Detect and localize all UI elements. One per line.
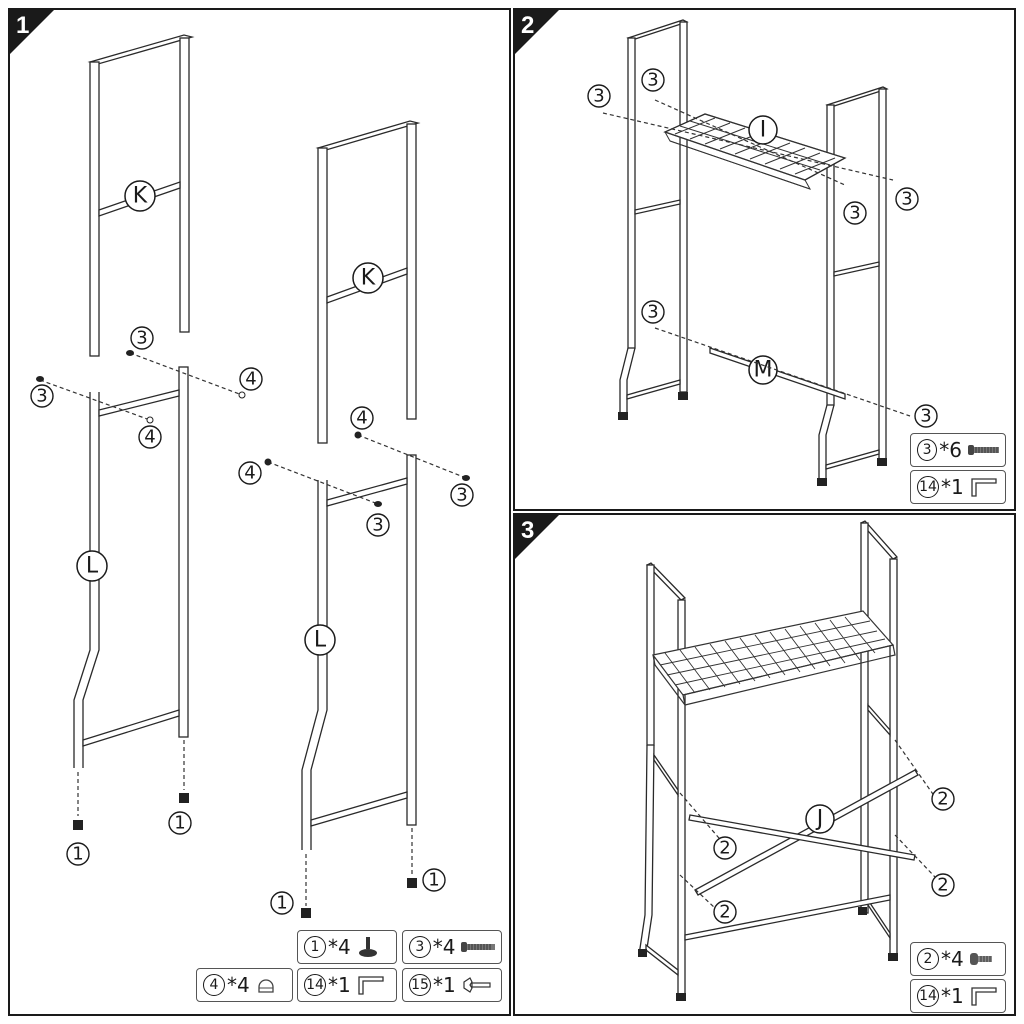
allen-key-icon xyxy=(358,976,384,995)
callout-1: 1 xyxy=(422,868,446,892)
svg-text:1: 1 xyxy=(174,813,185,834)
svg-text:3: 3 xyxy=(36,386,47,407)
svg-text:2: 2 xyxy=(719,902,730,923)
legend-item-long-screw: 3 *6 xyxy=(910,433,1006,467)
foot-pad-icon xyxy=(358,937,377,957)
part-label-l: L xyxy=(86,554,99,579)
svg-text:3: 3 xyxy=(647,302,658,323)
callout-2: 2 xyxy=(931,787,955,811)
step-1-number: 1 xyxy=(16,12,30,39)
upper-frame-k-right: K xyxy=(315,120,421,444)
callout-3: 3 xyxy=(450,483,474,507)
long-screw-icon xyxy=(461,942,495,952)
svg-text:4: 4 xyxy=(244,463,255,484)
svg-text:1: 1 xyxy=(428,870,439,891)
callout-3: 3 xyxy=(587,84,611,108)
step-3-badge: 3 xyxy=(515,515,561,561)
callout-3: 3 xyxy=(641,300,665,324)
short-screw-icon xyxy=(969,953,992,965)
step-3-panel: 3 J xyxy=(513,513,1016,1016)
callout-3: 3 xyxy=(30,384,54,408)
callout-4: 4 xyxy=(238,461,262,485)
allen-key-icon xyxy=(971,478,997,497)
wire-shelf-i: I xyxy=(663,113,847,190)
step-2-panel: 2 I M xyxy=(513,8,1016,511)
svg-text:3: 3 xyxy=(456,485,467,506)
part-label-i: I xyxy=(760,118,767,143)
svg-text:3: 3 xyxy=(136,328,147,349)
step-2-number: 2 xyxy=(521,12,535,39)
svg-text:4: 4 xyxy=(245,369,256,390)
svg-text:3: 3 xyxy=(647,70,658,91)
callout-2: 2 xyxy=(713,900,737,924)
callout-4: 4 xyxy=(138,425,162,449)
callout-1: 1 xyxy=(270,891,294,915)
callout-1: 1 xyxy=(168,811,192,835)
step-1-illustration: K L K xyxy=(30,34,474,918)
long-screw-icon xyxy=(967,445,999,455)
callout-2: 2 xyxy=(931,873,955,897)
svg-text:3: 3 xyxy=(901,189,912,210)
svg-text:1: 1 xyxy=(276,893,287,914)
svg-text:3: 3 xyxy=(593,86,604,107)
legend-item-cap-nut: 4 *4 xyxy=(196,968,293,1002)
part-label-k-2: K xyxy=(361,266,376,291)
part-label-k: K xyxy=(133,184,148,209)
callout-3: 3 xyxy=(914,404,938,428)
callout-3: 3 xyxy=(895,187,919,211)
step-3-number: 3 xyxy=(521,517,535,544)
legend-item-wrench: 15 *1 xyxy=(402,968,502,1002)
callout-1: 1 xyxy=(66,842,90,866)
step-2-illustration: I M 3 3 3 3 3 3 xyxy=(587,19,938,486)
lower-frame-l-left: L xyxy=(73,366,189,768)
legend-item-foot-pad: 1 *4 xyxy=(297,930,397,964)
part-label-m: M xyxy=(754,358,773,383)
svg-text:2: 2 xyxy=(937,789,948,810)
upper-frame-k-left: K xyxy=(87,34,195,357)
callout-2: 2 xyxy=(713,836,737,860)
callout-3: 3 xyxy=(843,201,867,225)
svg-text:3: 3 xyxy=(372,515,383,536)
part-label-l-2: L xyxy=(314,628,327,653)
legend-item-long-screw: 3 *4 xyxy=(402,930,502,964)
part-label-j: J xyxy=(815,807,824,832)
step-2-badge: 2 xyxy=(515,10,561,56)
legend-item-short-screw: 2 *4 xyxy=(910,942,1006,976)
svg-text:4: 4 xyxy=(144,427,155,448)
legend-item-allen-key: 14 *1 xyxy=(297,968,397,1002)
legend-item-allen-key: 14 *1 xyxy=(910,470,1006,504)
svg-text:2: 2 xyxy=(719,838,730,859)
callout-3: 3 xyxy=(641,68,665,92)
svg-text:2: 2 xyxy=(937,875,948,896)
svg-text:4: 4 xyxy=(356,408,367,429)
allen-key-icon xyxy=(971,987,997,1006)
svg-text:3: 3 xyxy=(920,406,931,427)
svg-text:1: 1 xyxy=(72,844,83,865)
wrench-icon xyxy=(463,977,491,993)
step-1-badge: 1 xyxy=(10,10,56,56)
svg-text:3: 3 xyxy=(849,203,860,224)
legend-item-allen-key: 14 *1 xyxy=(910,979,1006,1013)
cap-nut-icon xyxy=(258,979,274,993)
lower-frame-l-right: L xyxy=(301,454,417,850)
callout-4: 4 xyxy=(239,367,263,391)
callout-3: 3 xyxy=(366,513,390,537)
callout-3: 3 xyxy=(130,326,154,350)
wire-shelf xyxy=(651,610,896,706)
step-1-panel: 1 K L xyxy=(8,8,511,1016)
step-3-illustration: J 2 2 2 2 xyxy=(638,520,955,1001)
callout-4: 4 xyxy=(350,406,374,430)
